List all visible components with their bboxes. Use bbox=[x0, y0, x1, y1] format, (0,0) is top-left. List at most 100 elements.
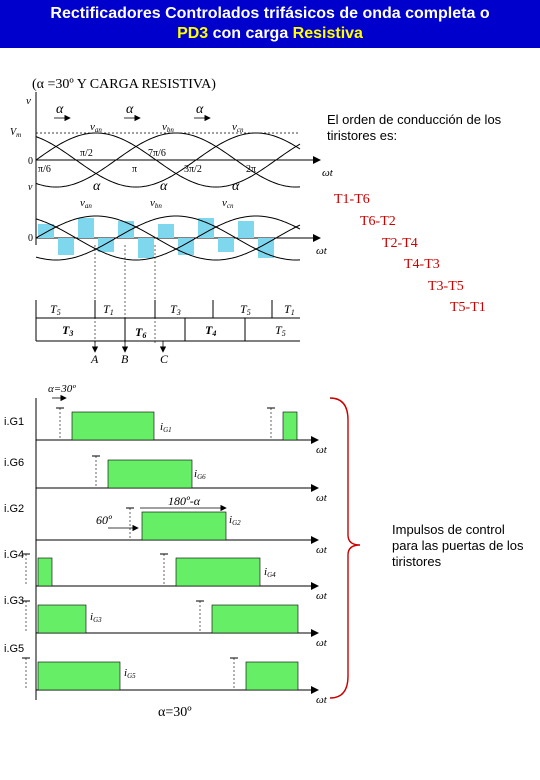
area-block bbox=[178, 238, 194, 255]
wt-label-pulse: ωt bbox=[316, 492, 328, 504]
wave-upper-cn bbox=[35, 132, 301, 188]
sequence-1: T1-T6 bbox=[334, 192, 370, 207]
label-van-top: van bbox=[90, 121, 102, 134]
area-block bbox=[158, 224, 174, 238]
tick-pi-2: π/2 bbox=[80, 148, 93, 159]
area-block bbox=[198, 218, 214, 238]
label-vbn-bottom: vbn bbox=[150, 197, 162, 210]
gate-pulse bbox=[211, 604, 299, 634]
impulse-note: Impulsos de control para las puertas de … bbox=[392, 522, 524, 569]
wave-upper-bn bbox=[35, 132, 301, 188]
alpha-mark-6: α bbox=[232, 179, 240, 194]
wt-label-pulse: ωt bbox=[316, 544, 328, 556]
lower-t4: T4 bbox=[205, 323, 216, 338]
area-block bbox=[118, 221, 134, 238]
alpha-mark-4: α bbox=[93, 179, 101, 194]
pulse-rects bbox=[22, 407, 299, 691]
alpha-mark-2: α bbox=[126, 102, 134, 117]
gate-pulse bbox=[71, 411, 155, 441]
wt-label-upper: ωt bbox=[322, 167, 334, 179]
sequence-4: T4-T3 bbox=[404, 257, 440, 272]
alpha-mark-1: α bbox=[56, 102, 64, 117]
point-c: C bbox=[160, 352, 169, 366]
upper-t3: T3 bbox=[170, 302, 181, 317]
title-mid: con carga bbox=[208, 25, 293, 42]
conduction-lower: T3 T6 T4 T5 bbox=[35, 318, 300, 342]
title-resistiva: Resistiva bbox=[292, 25, 363, 42]
gate-pulse bbox=[37, 557, 53, 587]
tick-pi-6: π/6 bbox=[38, 164, 51, 175]
waveform-heading: (α =30º Y CARGA RESISTIVA) bbox=[32, 77, 216, 92]
title-bar: Rectificadores Controlados trifásicos de… bbox=[0, 0, 540, 48]
row-label-ig2: i.G2 bbox=[4, 503, 24, 515]
wave-lower-cn bbox=[35, 215, 301, 261]
area-block bbox=[138, 238, 154, 258]
area-block bbox=[218, 238, 234, 252]
gate-pulse bbox=[37, 661, 121, 691]
row-label-ig4: i.G4 bbox=[4, 549, 24, 561]
wt-label-pulse: ωt bbox=[316, 590, 328, 602]
pulse-label-ig1: iG1 bbox=[160, 421, 172, 434]
tick-3pi-2: 3π/2 bbox=[184, 164, 202, 175]
alpha-mark-5: α bbox=[160, 179, 168, 194]
alpha-marks-bottom: α α α bbox=[93, 179, 240, 194]
lower-t5: T5 bbox=[275, 323, 286, 338]
angle-ticks: π/6 π/2 π 7π/6 3π/2 2π bbox=[38, 148, 256, 175]
rectified-areas bbox=[38, 218, 274, 258]
label-vcn-bottom: vcn bbox=[222, 197, 234, 210]
phase-waves-upper bbox=[35, 132, 301, 188]
pulse-label-ig4: iG4 bbox=[264, 566, 276, 579]
gate-pulse bbox=[37, 604, 87, 634]
upper-t1a: T1 bbox=[103, 302, 114, 317]
title-line-1: Rectificadores Controlados trifásicos de… bbox=[50, 5, 490, 22]
axis-v-top: v bbox=[26, 95, 31, 107]
lower-t3: T3 bbox=[62, 323, 73, 338]
row-label-ig1: i.G1 bbox=[4, 416, 24, 428]
area-block bbox=[238, 221, 254, 238]
upper-t5b: T5 bbox=[240, 302, 251, 317]
sequence-3: T2-T4 bbox=[382, 236, 418, 251]
area-block bbox=[258, 238, 274, 258]
row-label-ig5: i.G5 bbox=[4, 643, 24, 655]
tick-2pi: 2π bbox=[246, 164, 256, 175]
tick-pi: π bbox=[132, 164, 137, 175]
vm-label: Vm bbox=[10, 127, 21, 139]
sequence-2: T6-T2 bbox=[360, 214, 396, 229]
gate-pulse bbox=[107, 459, 193, 489]
sequence-5: T3-T5 bbox=[428, 279, 464, 294]
area-block bbox=[58, 238, 74, 255]
point-a: A bbox=[90, 352, 99, 366]
title-line-2: PD3 con carga Resistiva bbox=[0, 24, 540, 44]
axis-v-lower: v bbox=[28, 182, 33, 193]
gate-pulse bbox=[245, 661, 299, 691]
gate-pulse bbox=[175, 557, 261, 587]
phase-waves-lower bbox=[35, 215, 301, 261]
tick-7pi-6: 7π/6 bbox=[148, 148, 166, 159]
sync-vertical-lines bbox=[91, 245, 167, 353]
zero-label-lower: 0 bbox=[28, 233, 33, 244]
upper-t5a: T5 bbox=[50, 302, 61, 317]
conduction-order-note: El orden de conducción de los tiristores… bbox=[327, 112, 502, 143]
alpha-marks-top: α α α bbox=[54, 102, 211, 122]
label-van-bottom: van bbox=[80, 197, 92, 210]
zero-label-upper: 0 bbox=[28, 156, 33, 167]
pulse-label-ig6: iG6 bbox=[194, 468, 206, 481]
phase-labels-bottom: van vbn vcn bbox=[80, 197, 234, 210]
conduction-upper: T5 T1 T3 T5 T1 bbox=[35, 300, 300, 319]
wt-label-pulse: ωt bbox=[316, 444, 328, 456]
alpha-bottom-label: α=30º bbox=[158, 705, 192, 720]
gate-pulse bbox=[282, 411, 298, 441]
pulse-label-ig5: iG5 bbox=[124, 667, 136, 680]
phase-labels-top: van vbn vcn bbox=[90, 121, 244, 134]
wt-label-pulse: ωt bbox=[316, 637, 328, 649]
impulse-brace bbox=[329, 397, 361, 699]
sequence-6: T5-T1 bbox=[450, 300, 486, 315]
title-pd3: PD3 bbox=[177, 25, 209, 42]
pulse-label-ig2: iG2 bbox=[229, 514, 241, 527]
wt-label-lower: ωt bbox=[316, 245, 328, 257]
label-vbn-top: vbn bbox=[162, 121, 174, 134]
area-block bbox=[78, 218, 94, 238]
alpha-30-label: α=30º bbox=[48, 383, 76, 395]
